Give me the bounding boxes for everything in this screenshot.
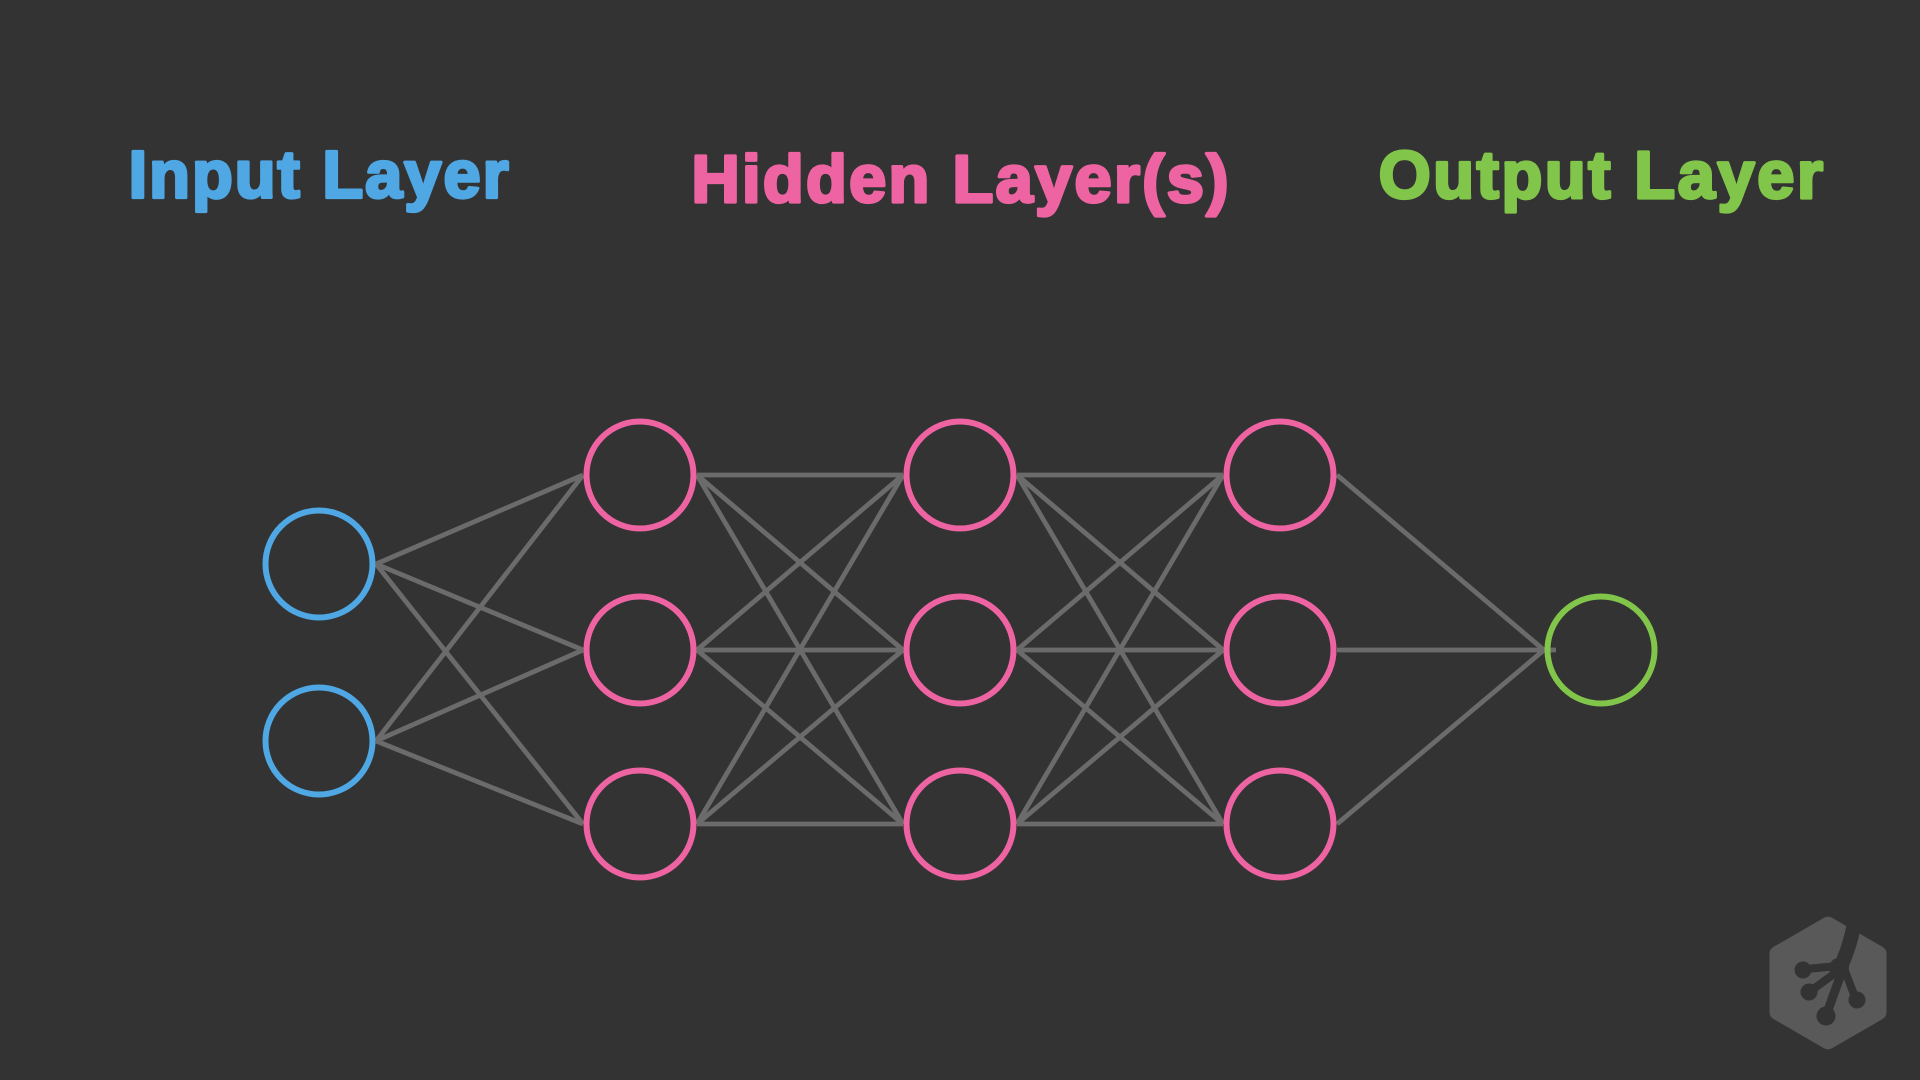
svg-text:Output Layer: Output Layer <box>1379 139 1826 213</box>
svg-text:Hidden Layer(s): Hidden Layer(s) <box>692 143 1231 217</box>
svg-text:Input Layer: Input Layer <box>129 139 511 213</box>
